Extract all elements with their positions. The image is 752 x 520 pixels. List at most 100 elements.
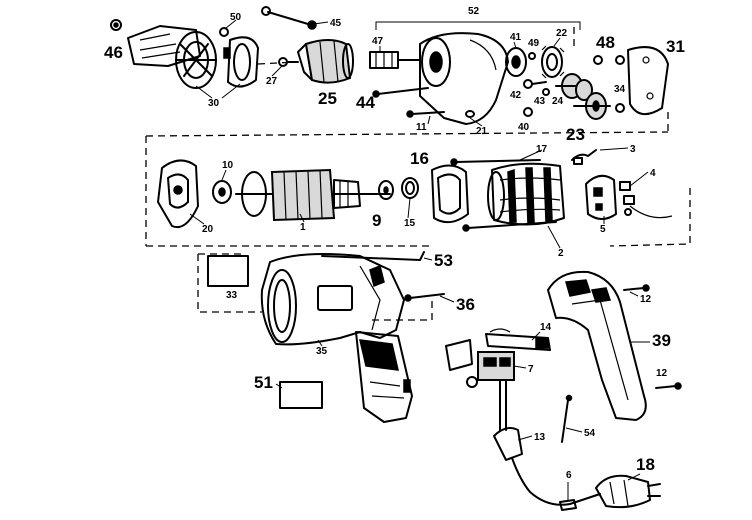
bracket-housing-right [372, 300, 433, 321]
callout-6: 6 [566, 470, 572, 481]
part-43 [542, 88, 550, 96]
part-motor-housing-35 [260, 253, 405, 346]
part-ring-49 [528, 52, 536, 60]
callout-14: 14 [540, 322, 552, 333]
callout-12-upper: 12 [640, 294, 652, 305]
callout-54: 54 [584, 428, 596, 439]
callout-42: 42 [510, 90, 522, 101]
callout-34: 34 [614, 84, 626, 95]
part-screw-36 [404, 293, 445, 302]
callout-15: 15 [404, 218, 416, 229]
callout-33: 33 [226, 290, 238, 301]
part-bushing-15 [401, 177, 419, 199]
callout-2: 2 [558, 248, 564, 259]
callout-5: 5 [600, 224, 606, 235]
part-bearings-48 [593, 55, 625, 65]
callout-40: 40 [518, 122, 530, 133]
callout-18: 18 [636, 455, 655, 474]
callout-50: 50 [230, 12, 242, 23]
callout-43: 43 [534, 96, 546, 107]
callout-53: 53 [434, 251, 453, 270]
part-cord-clamp-6 [559, 499, 577, 511]
part-armature-1 [235, 168, 391, 222]
part-brush-spring-3 [571, 149, 597, 165]
part-switch-lock-14 [485, 328, 551, 351]
callout-31: 31 [666, 37, 685, 56]
part-bearing-10 [212, 180, 232, 204]
part-washer-50 [219, 27, 229, 37]
part-screw-12b [655, 382, 682, 390]
part-brushes-4 [619, 181, 673, 219]
part-gear-case-21 [419, 32, 509, 125]
part-gasket-31 [627, 46, 669, 115]
callout-30: 30 [208, 98, 220, 109]
callout-11: 11 [416, 122, 427, 133]
callout-35: 35 [316, 346, 328, 357]
callout-4: 4 [650, 168, 656, 179]
callout-10: 10 [222, 160, 234, 171]
callout-48: 48 [596, 33, 615, 52]
bracket-motor-row [145, 131, 669, 247]
callout-16: 16 [410, 149, 429, 168]
part-end-plate-20 [157, 159, 199, 228]
part-field-2 [487, 162, 565, 226]
part-nameplate-33 [207, 255, 249, 287]
callout-45: 45 [330, 18, 342, 29]
callout-27: 27 [266, 76, 278, 87]
part-gear-22 [541, 45, 565, 79]
part-34 [615, 103, 625, 113]
part-screw-11 [406, 110, 445, 118]
part-switch-7 [445, 339, 515, 388]
callout-49: 49 [528, 38, 540, 49]
callout-labels: 46 50 45 52 47 41 49 22 48 31 30 27 25 4… [104, 6, 685, 481]
callout-47: 47 [372, 36, 384, 47]
part-label-51 [279, 381, 323, 409]
callout-44: 44 [356, 93, 375, 112]
part-cord-13 [493, 379, 601, 506]
callout-52: 52 [468, 6, 480, 17]
callout-51: 51 [254, 373, 273, 392]
part-chuck-key-45 [261, 6, 317, 30]
part-plug-18 [595, 474, 661, 509]
part-chuck-25 [297, 39, 354, 84]
part-handle-half-39 [547, 270, 647, 421]
callout-46: 46 [104, 43, 123, 62]
callout-39: 39 [652, 331, 671, 350]
callout-7: 7 [528, 364, 534, 375]
callout-17: 17 [536, 144, 548, 155]
bracket-label-33 [197, 254, 262, 313]
part-handle-grip [355, 331, 413, 423]
part-pin-42 [523, 79, 547, 89]
part-gear-23 [573, 92, 611, 120]
part-screw-12a [623, 284, 650, 292]
callout-3: 3 [630, 144, 636, 155]
callout-22: 22 [556, 28, 568, 39]
part-gear-cluster-24 [555, 73, 593, 101]
bracket-motor-right [609, 188, 691, 247]
part-bearing-9 [378, 180, 394, 200]
callout-23: 23 [566, 125, 585, 144]
leader-dash-3 [666, 112, 669, 133]
callout-21: 21 [476, 126, 488, 137]
part-handle-clamp-30 [175, 31, 259, 89]
callout-36: 36 [456, 295, 475, 314]
callout-1: 1 [300, 222, 306, 233]
callout-13: 13 [534, 432, 546, 443]
part-nut-46 [110, 19, 122, 31]
part-spindle-47 [369, 51, 421, 69]
callout-9: 9 [372, 211, 381, 230]
part-brush-holder-5 [585, 174, 617, 220]
part-40 [523, 107, 533, 117]
part-pin-53 [321, 251, 425, 261]
leader-lines [189, 19, 650, 500]
callout-12-lower: 12 [656, 368, 668, 379]
part-pin-54 [561, 394, 573, 443]
group-bracket-52 [375, 21, 581, 30]
leader-dash-1 [257, 61, 297, 65]
part-baffle-16 [431, 164, 469, 224]
callout-24: 24 [552, 96, 564, 107]
callout-20: 20 [202, 224, 214, 235]
callout-25: 25 [318, 89, 337, 108]
